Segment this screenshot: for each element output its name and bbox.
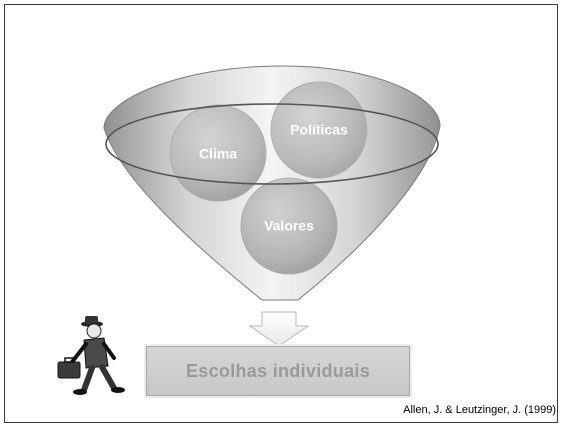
down-arrow-icon bbox=[248, 311, 310, 347]
walking-businessman-icon bbox=[57, 316, 125, 395]
result-box: Escolhas individuais bbox=[146, 346, 410, 396]
result-label: Escolhas individuais bbox=[185, 360, 371, 381]
circle-politicas: Políticas bbox=[270, 81, 368, 179]
circle-politicas-label: Políticas bbox=[290, 122, 348, 138]
funnel-rim bbox=[105, 103, 439, 185]
circle-clima-label: Clima bbox=[199, 146, 237, 162]
circle-valores-label: Valores bbox=[264, 218, 314, 234]
circle-clima: Clima bbox=[169, 104, 267, 202]
citation: Allen, J. & Leutzinger, J. (1999) bbox=[403, 404, 556, 416]
circle-valores: Valores bbox=[240, 177, 338, 275]
